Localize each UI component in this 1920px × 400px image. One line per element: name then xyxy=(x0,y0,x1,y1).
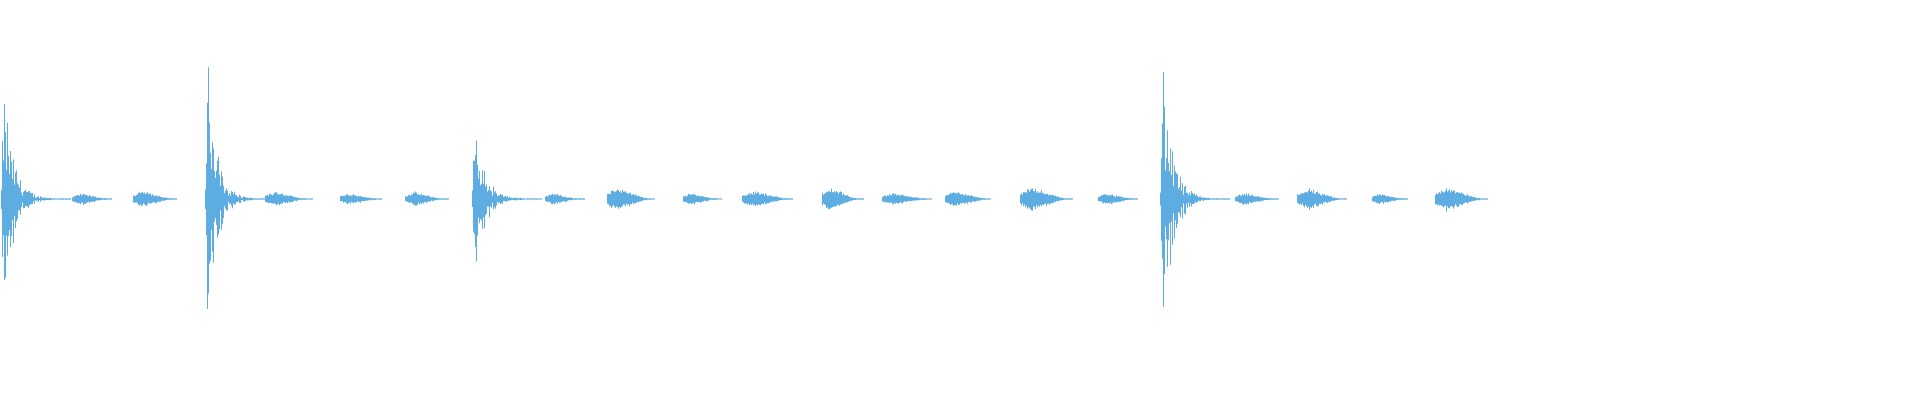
waveform-sound-burst xyxy=(945,192,991,206)
waveform-events xyxy=(1,67,1488,309)
waveform-sound-burst xyxy=(882,193,932,205)
waveform-sound-burst xyxy=(1435,188,1488,212)
waveform-sound-burst xyxy=(607,189,655,209)
waveform-sound-burst xyxy=(265,192,313,206)
waveform-transient-peak xyxy=(472,140,542,262)
waveform-transient-peak xyxy=(205,67,273,309)
waveform-transient-peak xyxy=(1,103,71,281)
waveform-sound-burst xyxy=(822,188,864,210)
waveform-sound-burst xyxy=(133,191,177,207)
waveform-sound-burst xyxy=(742,191,793,207)
waveform-sound-burst xyxy=(1235,193,1279,205)
waveform-sound-burst xyxy=(72,193,112,205)
waveform-sound-burst xyxy=(545,193,585,205)
waveform-sound-burst xyxy=(340,194,382,204)
waveform-sound-burst xyxy=(405,191,449,206)
waveform-sound-burst xyxy=(1372,194,1408,205)
waveform-transient-peak xyxy=(1160,72,1230,307)
waveform-sound-burst xyxy=(1020,188,1073,211)
waveform-sound-burst xyxy=(1098,194,1138,205)
waveform-sound-burst xyxy=(683,193,722,205)
waveform-sound-burst xyxy=(1297,188,1347,210)
